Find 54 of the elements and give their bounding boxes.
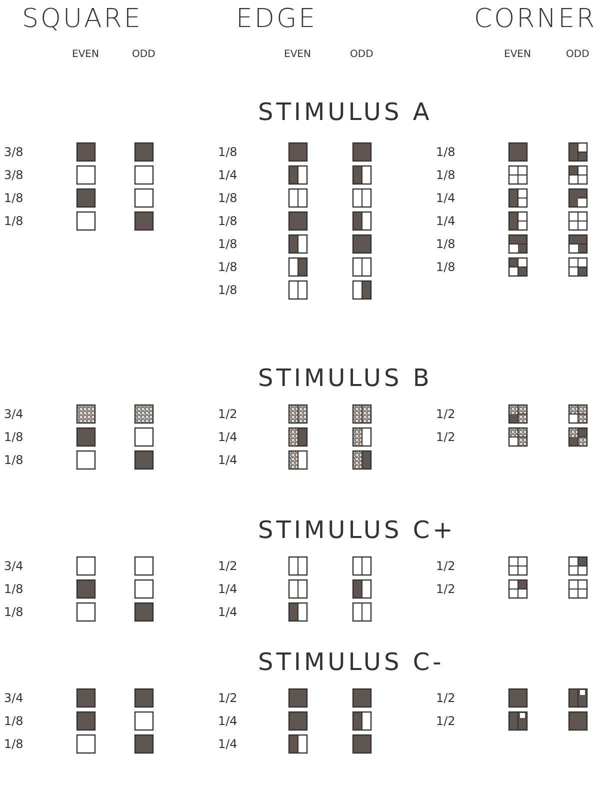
- column-subheading: EVEN: [284, 50, 311, 60]
- column-subheading: EVEN: [504, 50, 531, 60]
- fraction-label: 1/2: [436, 583, 456, 595]
- fraction-label: 1/8: [218, 261, 238, 273]
- column-heading: EDGE: [236, 6, 318, 32]
- section-title: STIMULUS A: [258, 100, 432, 124]
- fraction-label: 1/8: [4, 583, 24, 595]
- fraction-label: 1/4: [218, 454, 238, 466]
- fraction-label: 1/8: [4, 738, 24, 750]
- fraction-label: 1/8: [218, 284, 238, 296]
- fraction-label: 1/8: [218, 215, 238, 227]
- fraction-label: 1/4: [218, 738, 238, 750]
- fraction-label: 3/4: [4, 692, 24, 704]
- fraction-label: 1/8: [4, 192, 24, 204]
- column-heading: CORNER: [474, 6, 597, 32]
- fraction-label: 3/4: [4, 560, 24, 572]
- fraction-label: 1/8: [4, 715, 24, 727]
- fraction-label: 1/4: [218, 169, 238, 181]
- fraction-label: 1/8: [4, 454, 24, 466]
- fraction-label: 1/2: [436, 431, 456, 443]
- fraction-label: 1/2: [436, 408, 456, 420]
- column-heading: SQUARE: [22, 6, 142, 32]
- fraction-label: 1/2: [436, 692, 456, 704]
- fraction-label: 1/2: [436, 715, 456, 727]
- section-title: STIMULUS C-: [258, 650, 444, 674]
- fraction-label: 1/8: [4, 215, 24, 227]
- section-title: STIMULUS B: [258, 366, 432, 390]
- fraction-label: 1/4: [218, 715, 238, 727]
- column-subheading: ODD: [350, 50, 374, 60]
- fraction-label: 1/8: [436, 169, 456, 181]
- fraction-label: 1/4: [218, 583, 238, 595]
- fraction-label: 1/2: [436, 560, 456, 572]
- column-subheading: ODD: [132, 50, 156, 60]
- fraction-label: 1/8: [436, 146, 456, 158]
- fraction-label: 3/4: [4, 408, 24, 420]
- fraction-label: 1/2: [218, 692, 238, 704]
- fraction-label: 1/2: [218, 408, 238, 420]
- fraction-label: 1/8: [4, 431, 24, 443]
- column-subheading: ODD: [566, 50, 590, 60]
- fraction-label: 1/4: [436, 192, 456, 204]
- section-title: STIMULUS C+: [258, 518, 456, 542]
- fraction-label: 1/8: [4, 606, 24, 618]
- fraction-label: 1/4: [436, 215, 456, 227]
- fraction-label: 1/8: [218, 146, 238, 158]
- fraction-label: 1/4: [218, 606, 238, 618]
- fraction-label: 1/8: [436, 238, 456, 250]
- fraction-label: 1/8: [436, 261, 456, 273]
- fraction-label: 1/8: [218, 192, 238, 204]
- column-subheading: EVEN: [72, 50, 99, 60]
- fraction-label: 1/8: [218, 238, 238, 250]
- fraction-label: 1/4: [218, 431, 238, 443]
- fraction-label: 1/2: [218, 560, 238, 572]
- fraction-label: 3/8: [4, 146, 24, 158]
- fraction-label: 3/8: [4, 169, 24, 181]
